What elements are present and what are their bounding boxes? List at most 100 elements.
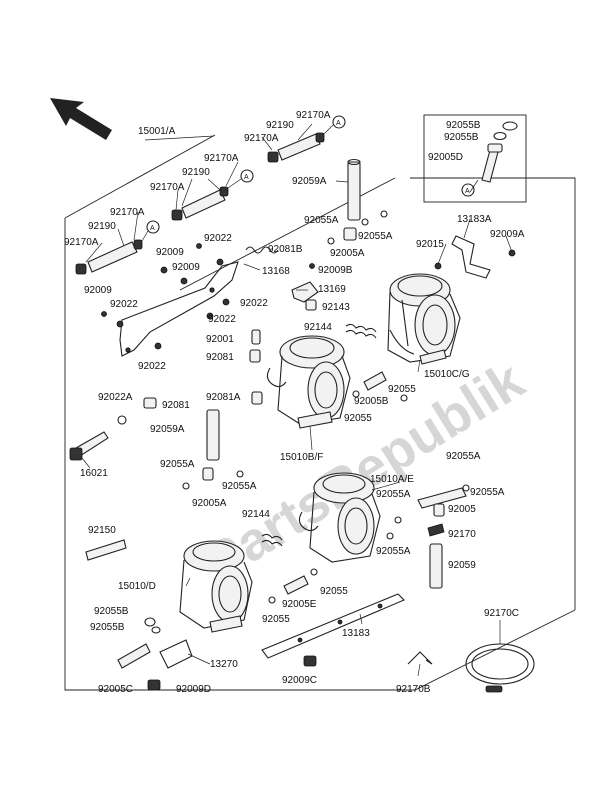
plate-13270 [159,639,193,669]
label-92170: 92170 [448,529,476,540]
label-92009a: 92009A [490,229,525,240]
label-92009: 92009 [84,285,112,296]
label-92055: 92055 [262,614,290,625]
label-92190: 92190 [88,221,116,232]
label-92009c: 92009C [282,675,317,686]
label-92022: 92022 [208,314,236,325]
label-13183a: 13183A [457,214,492,225]
label-92170b: 92170B [396,684,431,695]
label-92081: 92081 [162,400,190,411]
label-13183: 13183 [342,628,370,639]
label-92009: 92009 [156,247,184,258]
collar-92081-left [117,397,157,425]
carburetor-15010a-e [298,472,381,563]
carburetor-15010-d [179,540,253,633]
spring-92144-upper [345,323,377,339]
label-92055a: 92055A [304,215,339,226]
label-92055a: 92055A [446,451,481,462]
label-92081b: 92081B [268,244,303,255]
label-92081a: 92081A [206,392,241,403]
label-92005: 92005 [448,504,476,515]
throttle-linkage-bracket [119,261,239,357]
screw-92001 [251,329,261,345]
carburetor-15010c-g [387,273,461,365]
spring-92144-lower [261,533,283,547]
label-92059: 92059 [448,560,476,571]
label-92005c: 92005C [98,684,133,695]
inset-box [423,114,527,203]
leader-lines [81,123,513,677]
label-92055a: 92055A [222,481,257,492]
clip-92170 [427,523,445,537]
callout-a-2: A [240,169,254,183]
pipe-92059 [429,543,443,589]
spring-13168 [245,246,279,254]
label-92005b: 92005B [354,396,389,407]
throttle-sensor-16021 [69,431,109,461]
label-92022: 92022 [204,233,232,244]
part-labels: 15001/A 92170A 92190 92170A 92170A 92190… [64,110,525,695]
label-15010c-g: 15010C/G [424,369,470,380]
cable-92170b [407,651,433,665]
label-92009d: 92009D [176,684,211,695]
label-92144: 92144 [304,322,332,333]
screw-92009c [303,655,317,667]
label-92055a: 92055A [470,487,505,498]
label-92170a: 92170A [150,182,185,193]
svg-text:A: A [150,225,155,232]
label-13169: 13169 [318,284,346,295]
label-92144: 92144 [242,509,270,520]
label-92005d: 92005D [428,152,463,163]
clamp-92170c [465,643,535,693]
label-92170a: 92170A [244,133,279,144]
svg-text:A: A [244,174,249,181]
assembly-frame [64,134,576,691]
label-92170a: 92170A [296,110,331,121]
vent-hose-3 [75,230,149,275]
label-92022a: 92022A [98,392,133,403]
label-15010b-f: 15010B/F [280,452,323,463]
label-92015: 92015 [416,239,444,250]
label-92170a: 92170A [64,237,99,248]
label-92055b: 92055B [90,622,125,633]
label-92009: 92009 [172,262,200,273]
label-92150: 92150 [88,525,116,536]
label-92190: 92190 [182,167,210,178]
callout-a-3: A [146,220,160,234]
fitting-92005a-top [327,210,388,245]
vent-hose-2 [171,178,242,221]
small-orings [144,390,470,634]
label-92143: 92143 [322,302,350,313]
vent-hose-1 [267,124,334,163]
collar-92081 [249,349,261,363]
label-92022: 92022 [110,299,138,310]
jet-92143 [305,299,317,311]
label-92055a: 92055A [376,489,411,500]
label-92190: 92190 [266,120,294,131]
adjuster-92005e [283,575,309,595]
label-92059a: 92059A [150,424,185,435]
label-92001: 92001 [206,334,234,345]
label-92055b: 92055B [444,132,479,143]
label-92055b: 92055B [94,606,129,617]
label-92005e: 92005E [282,599,317,610]
direction-arrow-icon [50,98,112,140]
label-92022: 92022 [240,298,268,309]
screws-small [101,243,516,350]
label-92081: 92081 [206,352,234,363]
label-92009b: 92009B [318,265,353,276]
bracket-13169 [291,281,319,303]
svg-text:A: A [465,188,470,195]
fitting-92005 [417,487,467,517]
fitting-92005c [117,643,151,669]
bracket-13183a [451,235,491,279]
screw-92150 [85,539,127,561]
label-15010-d: 15010/D [118,581,156,592]
svg-text:A: A [336,120,341,127]
label-92055a: 92055A [160,459,195,470]
label-13270: 13270 [210,659,238,670]
label-92170a: 92170A [204,153,239,164]
label-92005a: 92005A [330,248,365,259]
label-15010a-e: 15010A/E [370,474,414,485]
